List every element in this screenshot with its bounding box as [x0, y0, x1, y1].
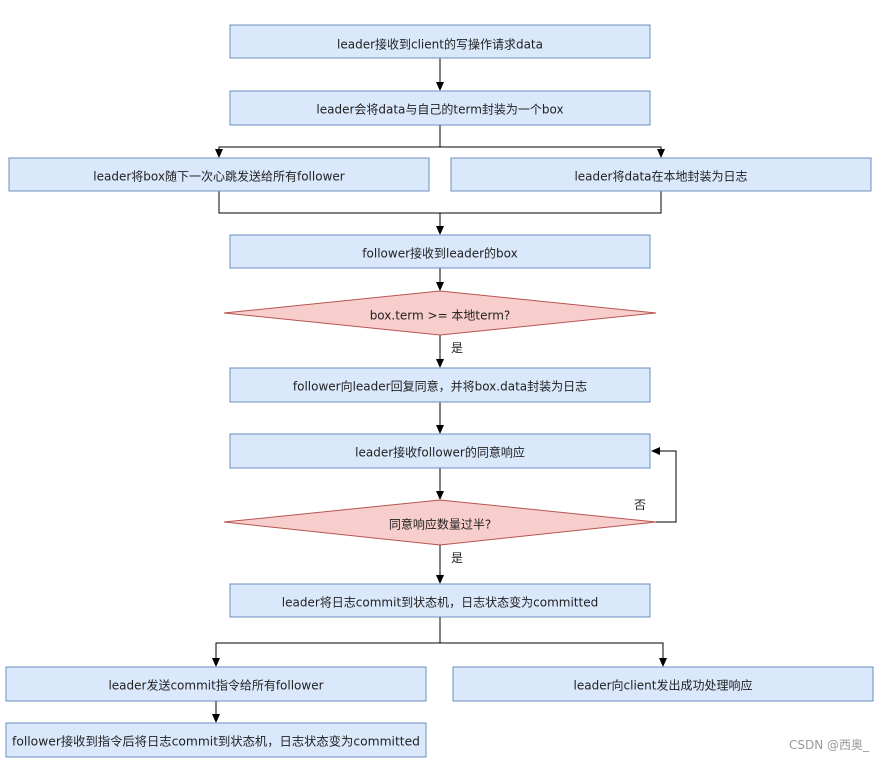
node-follower-commit: follower接收到指令后将日志commit到状态机，日志状态变为commit… [5, 722, 427, 758]
node-receive-write: leader接收到client的写操作请求data [229, 24, 651, 59]
node-reply-client: leader向client发出成功处理响应 [452, 666, 874, 702]
node-send-heartbeat-label: leader将box随下一次心跳发送给所有follower [93, 169, 344, 184]
node-reply-client-label: leader向client发出成功处理响应 [574, 678, 753, 693]
edge-label-term-yes: 是 [451, 341, 463, 355]
node-send-heartbeat: leader将box随下一次心跳发送给所有follower [8, 157, 430, 192]
node-send-commit: leader发送commit指令给所有follower [5, 666, 427, 702]
node-follower-ack-label: follower向leader回复同意，并将box.data封装为日志 [293, 379, 587, 394]
edges [212, 58, 677, 723]
edge-split-to-heartbeat [215, 146, 440, 158]
edge-label-majority-no: 否 [634, 498, 646, 512]
decision-majority-check: 同意响应数量过半? [223, 499, 657, 546]
node-commit-state-machine: leader将日志commit到状态机，日志状态变为committed [229, 583, 651, 618]
edge-label-majority-yes: 是 [451, 551, 463, 565]
node-local-log: leader将data在本地封装为日志 [450, 157, 872, 192]
node-receive-write-label: leader接收到client的写操作请求data [337, 37, 543, 52]
node-local-log-label: leader将data在本地封装为日志 [574, 170, 747, 184]
watermark: CSDN @西奥_ [788, 738, 869, 752]
node-wrap-box: leader会将data与自己的term封装为一个box [229, 90, 651, 126]
node-follower-commit-label: follower接收到指令后将日志commit到状态机，日志状态变为commit… [12, 734, 420, 749]
node-follower-ack: follower向leader回复同意，并将box.data封装为日志 [229, 367, 651, 403]
node-wrap-box-label: leader会将data与自己的term封装为一个box [316, 102, 563, 117]
edge-split-to-local-log [440, 146, 665, 158]
decision-term-check: box.term >= 本地term? [223, 290, 657, 336]
node-follower-receive-label: follower接收到leader的box [362, 246, 517, 261]
edge-split-to-send-commit [212, 642, 440, 667]
node-commit-state-machine-label: leader将日志commit到状态机，日志状态变为committed [282, 595, 598, 610]
node-leader-receive-ack-label: leader接收follower的同意响应 [355, 445, 525, 460]
decision-majority-check-label: 同意响应数量过半? [389, 517, 491, 532]
edge-split-to-reply-client [440, 642, 667, 667]
node-follower-receive: follower接收到leader的box [229, 234, 651, 269]
edge-majority-no-loop [651, 447, 677, 523]
node-leader-receive-ack: leader接收follower的同意响应 [229, 433, 651, 469]
node-send-commit-label: leader发送commit指令给所有follower [108, 678, 323, 693]
decision-term-check-label: box.term >= 本地term? [370, 309, 511, 323]
edge-heartbeat-to-merge [218, 191, 662, 214]
